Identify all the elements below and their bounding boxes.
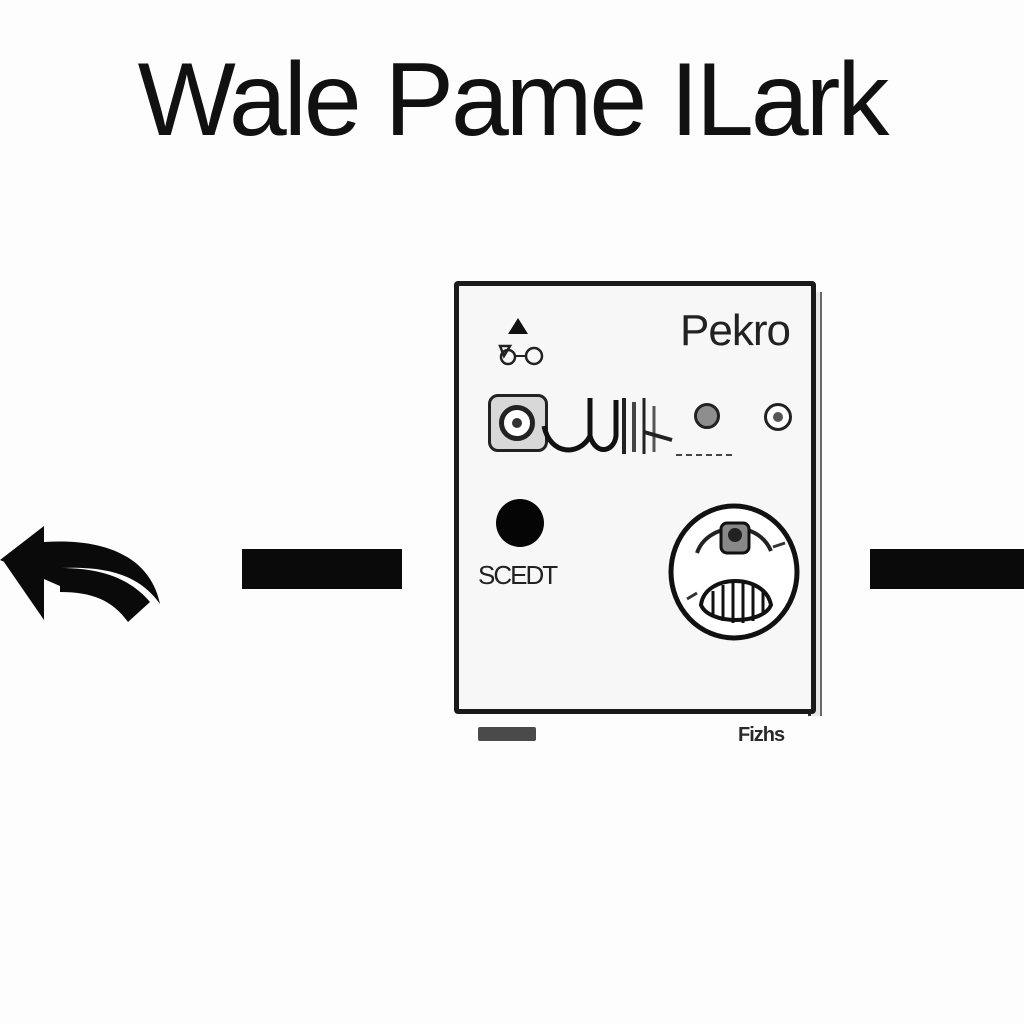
button-label: SCEDT — [478, 560, 558, 590]
dial-icon[interactable] — [667, 503, 802, 641]
foot-label: Fizhs — [738, 724, 785, 746]
signal-trace-icon — [541, 398, 673, 454]
device-foot — [478, 727, 536, 741]
right-connector-line — [870, 549, 1024, 589]
small-symbol-icon — [498, 344, 544, 366]
left-connector-line — [242, 549, 402, 589]
port-icon[interactable] — [488, 394, 548, 452]
power-button[interactable] — [496, 499, 544, 547]
knob-ring-icon[interactable] — [764, 403, 792, 431]
curved-back-arrow-icon[interactable] — [0, 516, 170, 636]
device-label: Pekro — [680, 306, 791, 355]
diagram-title: Wale Pame ILark — [137, 42, 890, 158]
port-ring-icon — [499, 405, 535, 441]
dashed-marks — [676, 454, 732, 460]
triangle-icon — [508, 318, 528, 334]
knob-small-icon[interactable] — [694, 403, 720, 429]
